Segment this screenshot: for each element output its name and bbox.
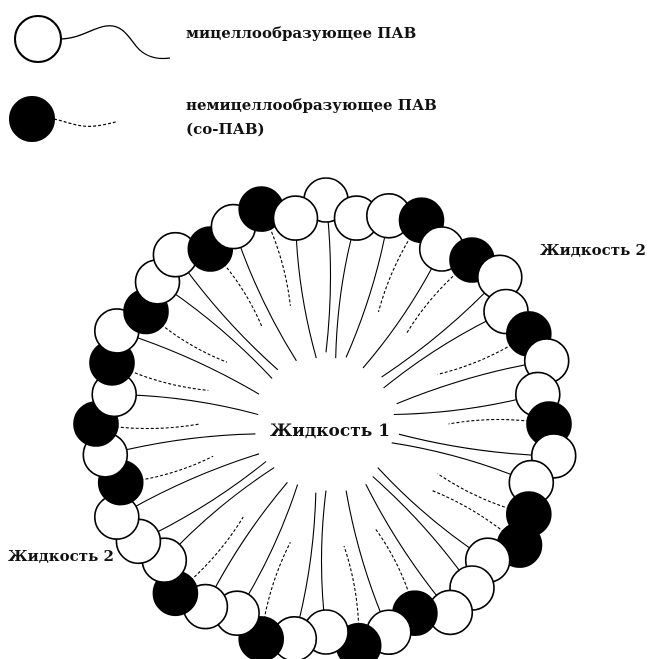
surfactant-tail-icon [60,25,171,60]
surfactant-tail [116,330,260,395]
co-surfactant-head-icon [9,96,55,142]
legend-surfactant: мицеллообразующее ПАВ [14,15,416,63]
co-surfactant-tail [374,527,416,614]
surfactant-tail [325,199,332,353]
surfactant-tail [398,433,554,457]
inner-liquid-label: Жидкость 1 [270,421,390,441]
surfactant-tail [381,276,501,378]
legend-co-surfactant-label-2: (со-ПАВ) [186,120,265,138]
outer-liquid-label-top: Жидкость 2 [540,241,646,259]
heads-group [73,177,577,659]
legend-co-surfactant: немицеллообразующее ПАВ (со-ПАВ) [9,96,437,142]
legend: мицеллообразующее ПАВ немицеллообразующе… [9,15,437,142]
legend-co-surfactant-label: немицеллообразующее ПАВ [186,96,437,114]
micelle [73,177,577,659]
surfactant-head [272,195,319,241]
co-surfactant-tail [145,311,228,363]
legend-surfactant-label: мицеллообразующее ПАВ [186,24,416,42]
co-surfactant-tail-icon [53,118,117,127]
surfactant-head-icon [14,15,62,63]
outer-liquid-label-bottom: Жидкость 2 [8,547,114,565]
co-surfactant-tail [209,248,263,329]
co-surfactant-tail [120,455,214,484]
surfactant-tail [174,254,279,371]
